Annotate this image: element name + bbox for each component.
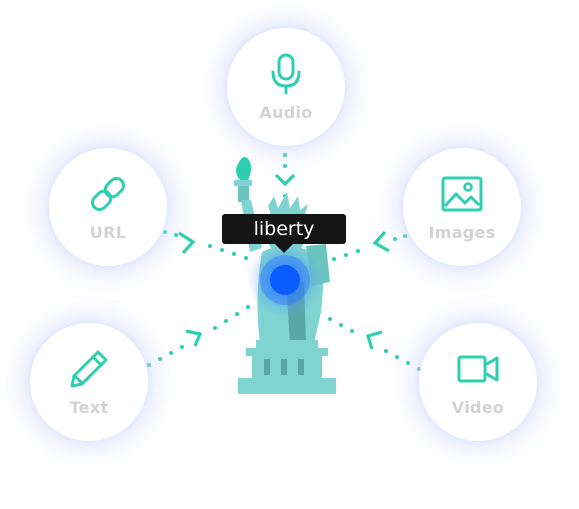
- keyword-tooltip: liberty: [222, 214, 346, 253]
- text-chevron-icon: [185, 329, 203, 347]
- images-source-node[interactable]: Images: [403, 148, 521, 266]
- video-chevron-icon: [365, 330, 383, 350]
- video-camera-icon: [457, 348, 499, 390]
- images-chevron-icon: [372, 230, 390, 253]
- images-label: Images: [428, 222, 496, 242]
- images-connector: [320, 234, 407, 265]
- url-source-node[interactable]: URL: [49, 148, 167, 266]
- audio-label: Audio: [259, 102, 313, 122]
- text-label: Text: [69, 397, 109, 417]
- url-label: URL: [89, 222, 127, 242]
- text-connector: [147, 305, 250, 367]
- keyword-text: liberty: [253, 218, 315, 240]
- text-source-node[interactable]: Text: [30, 323, 148, 441]
- url-chevron-icon: [178, 231, 196, 255]
- link-icon: [87, 173, 129, 215]
- audio-chevron-icon: [274, 173, 296, 187]
- image-icon: [441, 173, 483, 215]
- microphone-icon: [265, 53, 307, 95]
- url-connector: [163, 230, 248, 260]
- audio-source-node[interactable]: Audio: [227, 28, 345, 146]
- pencil-icon: [68, 348, 110, 390]
- video-label: Video: [451, 397, 505, 417]
- video-source-node[interactable]: Video: [419, 323, 537, 441]
